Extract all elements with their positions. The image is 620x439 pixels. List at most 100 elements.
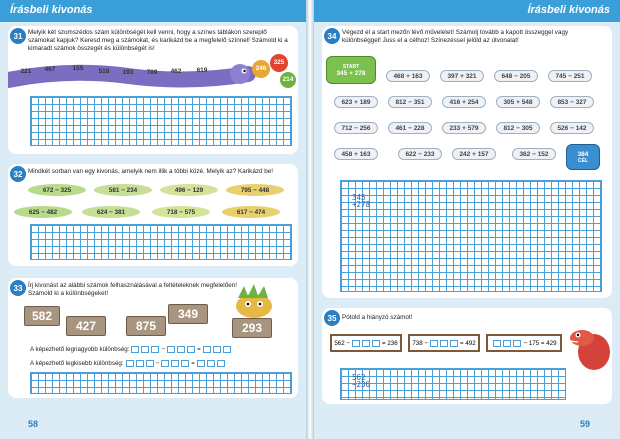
target-label: CÉL (578, 157, 588, 164)
answer-box[interactable] (177, 346, 186, 353)
sign-left: 562 − (334, 339, 350, 347)
task35-answer-grid[interactable] (340, 368, 566, 400)
answer-box[interactable] (440, 339, 448, 347)
start-expression: 345 + 278 (336, 69, 366, 77)
answer-box[interactable] (161, 360, 170, 367)
path-stone[interactable]: 362 − 152 (512, 148, 556, 160)
leaf-expression[interactable]: 581 − 234 (94, 184, 152, 196)
target-value: 384 (577, 150, 589, 158)
right-page-number: 59 (579, 419, 590, 429)
path-stone[interactable]: 461 − 228 (388, 122, 432, 134)
path-stone[interactable]: 233 + 579 (442, 122, 486, 134)
snake-number: 789 (146, 69, 158, 76)
answer-box[interactable] (135, 360, 144, 367)
leaf-expression[interactable]: 718 − 575 (152, 206, 210, 218)
target-stone[interactable]: 384 CÉL (566, 144, 600, 170)
path-stone[interactable]: 468 + 163 (386, 70, 430, 82)
answer-box[interactable] (141, 346, 150, 353)
answer-box[interactable] (362, 339, 370, 347)
leaf-expression[interactable]: 617 − 474 (222, 206, 280, 218)
task32-text: Mindkét sorban van egy kivonás, amelyik … (28, 168, 273, 175)
task34-text: Végezd el a start mezőn lévő műveletet! … (342, 29, 569, 44)
task31-answer-grid[interactable] (30, 96, 292, 146)
path-stone[interactable]: 458 + 163 (334, 148, 378, 160)
task31-number: 31 (10, 28, 26, 44)
path-stone[interactable]: 812 − 305 (496, 122, 540, 134)
sign-right: = 236 (382, 339, 398, 347)
start-stone[interactable]: START 345 + 278 (326, 56, 376, 84)
path-stone[interactable]: 812 − 351 (388, 96, 432, 108)
path-stone[interactable]: 745 − 251 (548, 70, 592, 82)
task34-answer-grid[interactable] (340, 180, 602, 292)
leaf-expression[interactable]: 496 − 129 (160, 184, 218, 196)
path-stone[interactable]: 712 − 256 (334, 122, 378, 134)
answer-box[interactable] (372, 339, 380, 347)
answer-box[interactable] (430, 339, 438, 347)
path-stone[interactable]: 853 − 327 (550, 96, 594, 108)
answer-box[interactable] (151, 346, 160, 353)
answer-box[interactable] (145, 360, 154, 367)
task35-text: Pótold a hiányzó számot! (342, 314, 413, 321)
path-stone[interactable]: 526 − 142 (550, 122, 594, 134)
book-gutter (306, 0, 314, 439)
equation-sign: 738 − = 492 (408, 334, 480, 352)
answer-box[interactable] (352, 339, 360, 347)
answer-box[interactable] (503, 339, 512, 347)
task32-answer-grid[interactable] (30, 224, 292, 260)
task33-card: 33 Írj kivonást az alábbi számok felhasz… (8, 278, 298, 398)
path-stone[interactable]: 397 + 321 (440, 70, 484, 82)
task33-answer-grid[interactable] (30, 372, 292, 394)
task32-number: 32 (10, 166, 26, 182)
leaf-expression[interactable]: 795 − 448 (226, 184, 284, 196)
left-header-title: Írásbeli kivonás (10, 4, 93, 16)
answer-box[interactable] (125, 360, 134, 367)
answer-box[interactable] (513, 339, 522, 347)
monster-icon (236, 284, 272, 318)
path-stone[interactable]: 648 − 205 (494, 70, 538, 82)
answer-box[interactable] (450, 339, 458, 347)
answer-box[interactable] (202, 346, 211, 353)
answer-box[interactable] (181, 360, 190, 367)
leaf-expression[interactable]: 624 − 381 (82, 206, 140, 218)
equals-sign: = (191, 360, 195, 367)
answer-box[interactable] (131, 346, 140, 353)
snake-number: 193 (122, 69, 134, 76)
snake-number: 467 (44, 66, 56, 73)
answer-box[interactable] (216, 360, 225, 367)
task31-text: Melyik két szomszédos szám különbségét k… (28, 29, 288, 52)
answer-box[interactable] (493, 339, 502, 347)
handwritten-line: −236 (352, 380, 371, 389)
snake-number: 221 (20, 68, 32, 75)
path-stone[interactable]: 623 + 189 (334, 96, 378, 108)
path-stone[interactable]: 416 + 254 (442, 96, 486, 108)
right-header-bar: Írásbeli kivonás (310, 0, 620, 22)
leaf-expression[interactable]: 625 − 482 (14, 206, 72, 218)
handwritten-line: 345 (352, 193, 366, 202)
task34-card: 34 Végezd el a start mezőn lévő művelete… (322, 26, 612, 298)
answer-box[interactable] (222, 346, 231, 353)
number-plank: 349 (168, 304, 208, 324)
answer-box[interactable] (167, 346, 176, 353)
left-page: Írásbeli kivonás 31 Melyik két szomszédo… (0, 0, 310, 439)
start-label: START (342, 63, 360, 70)
equation-sign: − 175 = 429 (486, 334, 562, 352)
path-stone[interactable]: 305 + 548 (496, 96, 540, 108)
answer-box[interactable] (187, 346, 196, 353)
path-stone[interactable]: 622 − 233 (398, 148, 442, 160)
answer-box[interactable] (206, 360, 215, 367)
leaf-expression[interactable]: 672 − 325 (28, 184, 86, 196)
smallest-difference-line: A képezhető legkisebb különbség: − = (30, 360, 225, 367)
handwritten-work: 345 +278 (352, 193, 371, 209)
snake-illustration (8, 64, 256, 88)
task35-number: 35 (324, 310, 340, 326)
sign-left: 738 − (412, 339, 428, 347)
answer-box[interactable] (171, 360, 180, 367)
number-plank: 582 (24, 306, 60, 326)
answer-box[interactable] (212, 346, 221, 353)
snake-number: 462 (170, 68, 182, 75)
dragon-icon (569, 330, 610, 370)
path-stone[interactable]: 242 + 157 (452, 148, 496, 160)
handwritten-line: +278 (352, 200, 371, 209)
answer-box[interactable] (196, 360, 205, 367)
